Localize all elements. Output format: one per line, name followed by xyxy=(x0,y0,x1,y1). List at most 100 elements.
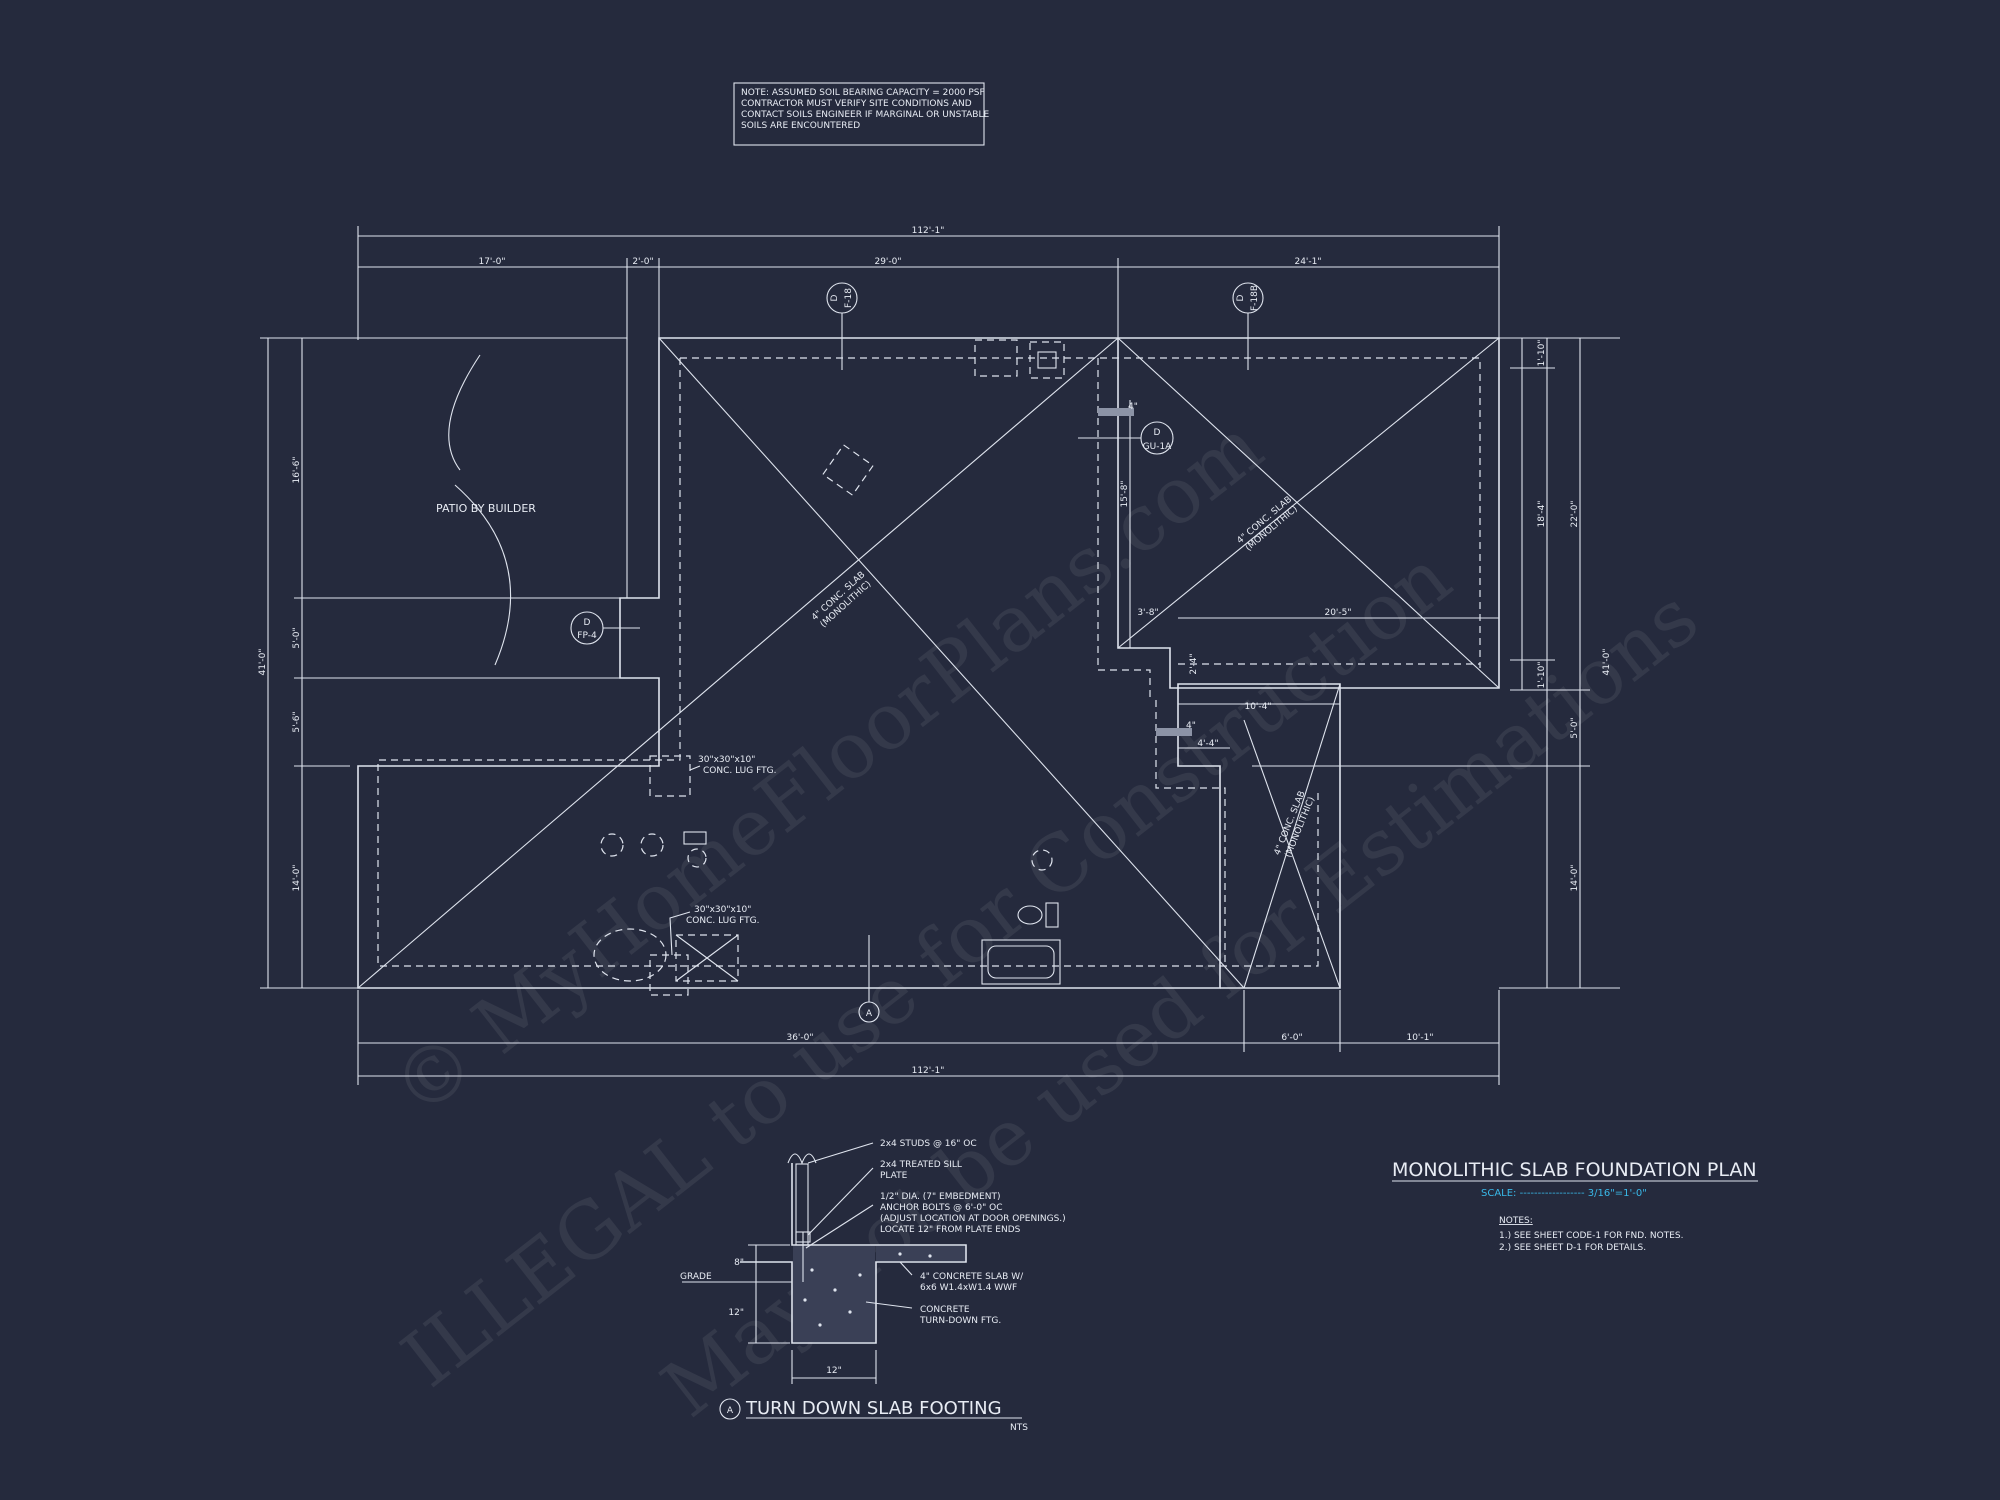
tag-4-top: D xyxy=(584,618,591,628)
dim-top-b: 2'-0" xyxy=(632,257,653,267)
lug-footing-2 xyxy=(649,954,689,996)
soil-note-box xyxy=(733,82,985,146)
detail-note-slab: 4" CONCRETE SLAB W/ xyxy=(920,1272,1024,1282)
lug-1-type: CONC. LUG FTG. xyxy=(703,766,776,776)
dim-bottom-b: 6'-0" xyxy=(1281,1033,1302,1043)
detail-note-slab-b: 6x6 W1.4xW1.4 WWF xyxy=(920,1283,1017,1293)
top-dimensions: 112'-1" 17'-0" 2'-0" 29'-0" 24'-1" xyxy=(357,226,1500,340)
lug-footings: 30"x30"x10" CONC. LUG FTG. 30"x30"x10" C… xyxy=(649,755,776,996)
detail-nts: NTS xyxy=(1010,1423,1028,1433)
stud-wall xyxy=(795,1163,809,1246)
dim-right-d: 1'-10" xyxy=(1537,661,1547,688)
patio-area: PATIO BY BUILDER xyxy=(436,354,536,666)
dim-top-c: 29'-0" xyxy=(874,257,901,267)
tag-3-bot: GU-1A xyxy=(1143,442,1173,452)
plan-note-2: 2.) SEE SHEET D-1 FOR DETAILS. xyxy=(1499,1243,1646,1253)
fixture-box xyxy=(675,934,739,982)
lug-footing-1 xyxy=(649,755,691,797)
detail-note-bolt-b: ANCHOR BOLTS @ 6'-0" OC xyxy=(880,1203,1003,1213)
lug-2-size: 30"x30"x10" xyxy=(694,905,751,915)
dim-inner-20: 20'-5" xyxy=(1324,608,1351,618)
dim-right-f: 14'-0" xyxy=(1570,864,1580,891)
dim-right-a: 22'-0" xyxy=(1570,500,1580,527)
footing-concrete xyxy=(793,1246,875,1342)
dim-inner-10: 10'-4" xyxy=(1244,702,1271,712)
tag-2-bot: F-18B xyxy=(1250,285,1260,311)
garage-wing xyxy=(1117,338,1341,989)
soil-note: NOTE: ASSUMED SOIL BEARING CAPACITY = 20… xyxy=(733,82,989,146)
plan-notes-heading: NOTES: xyxy=(1499,1216,1533,1226)
dim-right-e: 5'-0" xyxy=(1570,717,1580,738)
detail-dim-12w: 12" xyxy=(826,1366,842,1376)
fixture-small xyxy=(683,831,707,845)
dim-inner-3: 3'-8" xyxy=(1137,608,1158,618)
footing-detail: 2x4 STUDS @ 16" OC 2x4 TREATED SILL PLAT… xyxy=(680,1139,1066,1433)
patio-label: PATIO BY BUILDER xyxy=(436,502,536,515)
dim-left-b: 5'-0" xyxy=(292,627,302,648)
dim-right-overall: 41'-0" xyxy=(1602,648,1612,675)
drain-1 xyxy=(600,833,624,857)
dim-inner-4a: 4'-4" xyxy=(1197,739,1218,749)
detail-marker xyxy=(719,1398,741,1420)
patio-outline xyxy=(358,337,628,599)
tag-4-bot: FP-4 xyxy=(577,631,597,641)
fixture-top-2 xyxy=(1029,341,1065,379)
soil-note-line-4: SOILS ARE ENCOUNTERED xyxy=(741,121,860,131)
toilet xyxy=(1017,905,1043,925)
tag-3-top: D xyxy=(1154,428,1161,438)
detail-tags: D F-18 D F-18B D GU-1A D FP-4 A xyxy=(570,282,1264,1023)
fixture-diagonal xyxy=(822,444,874,496)
tub-oval xyxy=(593,928,667,982)
dim-bottom-a: 36'-0" xyxy=(786,1033,813,1043)
dim-left-overall: 41'-0" xyxy=(258,648,268,675)
detail-dim-8: 8" xyxy=(734,1258,744,1268)
dim-top-d: 24'-1" xyxy=(1294,257,1321,267)
inner-dimensions: 4" 15'-8" 3'-8" 20'-5" 2'-4" 10'-4" 4" 4… xyxy=(1120,402,1352,749)
dim-inner-4-bottom: 4" xyxy=(1186,721,1196,731)
interior-footing-dash-3 xyxy=(1097,358,1151,700)
soil-note-line-1: NOTE: ASSUMED SOIL BEARING CAPACITY = 20… xyxy=(741,88,985,98)
dim-top-a: 17'-0" xyxy=(478,257,505,267)
detail-note-studs: 2x4 STUDS @ 16" OC xyxy=(880,1139,977,1149)
dim-inner-15: 15'-8" xyxy=(1120,480,1130,507)
dim-inner-2: 2'-4" xyxy=(1189,653,1199,674)
detail-note-bolt-d: LOCATE 12" FROM PLATE ENDS xyxy=(880,1225,1021,1235)
detail-marker-label: A xyxy=(727,1406,734,1416)
plan-title-block: MONOLITHIC SLAB FOUNDATION PLAN SCALE: -… xyxy=(1392,1159,1758,1253)
dim-right-b: 18'-4" xyxy=(1537,500,1547,527)
interior-footing-dash-2 xyxy=(377,358,1319,967)
tag-1-bot: F-18 xyxy=(844,288,854,308)
right-dimensions: 41'-0" 22'-0" 18'-4" 1'-10" 1'-10" 5'-0"… xyxy=(1252,337,1620,989)
plan-title: MONOLITHIC SLAB FOUNDATION PLAN xyxy=(1392,1159,1757,1181)
detail-note-ftg: CONCRETE xyxy=(920,1305,970,1315)
hatch-stub-2 xyxy=(1156,728,1192,736)
interior-footing-dash-5 xyxy=(1155,700,1226,966)
detail-title: TURN DOWN SLAB FOOTING xyxy=(745,1398,1002,1419)
detail-note-sill: 2x4 TREATED SILL xyxy=(880,1160,962,1170)
dim-inner-4-top: 4" xyxy=(1128,402,1138,412)
dim-left-c: 5'-6" xyxy=(292,711,302,732)
hatch-stub-1 xyxy=(1098,408,1134,416)
soil-note-line-2: CONTRACTOR MUST VERIFY SITE CONDITIONS A… xyxy=(741,99,972,109)
detail-note-bolt: 1/2" DIA. (7" EMBEDMENT) xyxy=(880,1192,1000,1202)
dim-bottom-c: 10'-1" xyxy=(1406,1033,1433,1043)
dim-right-c: 1'-10" xyxy=(1537,339,1547,366)
soil-note-line-3: CONTACT SOILS ENGINEER IF MARGINAL OR UN… xyxy=(741,110,989,120)
lug-2-type: CONC. LUG FTG. xyxy=(686,916,759,926)
footing-profile xyxy=(740,1163,967,1344)
tag-2-top: D xyxy=(1236,294,1246,301)
building-outline xyxy=(357,337,1500,989)
plan-scale: SCALE: ------------------ 3/16"=1'-0" xyxy=(1481,1188,1647,1199)
dim-left-a: 16'-6" xyxy=(292,456,302,483)
interior-footing-dash-1 xyxy=(680,357,1481,668)
dim-overall-bottom: 112'-1" xyxy=(912,1066,945,1076)
bathtub xyxy=(981,939,1061,985)
section-tag-a-label: A xyxy=(866,1009,873,1019)
detail-note-sill-b: PLATE xyxy=(880,1171,908,1181)
drain-2 xyxy=(640,833,664,857)
dim-overall-top: 112'-1" xyxy=(912,226,945,236)
bottom-dimensions: 36'-0" 6'-0" 10'-1" 112'-1" xyxy=(357,990,1500,1085)
detail-note-ftg-b: TURN-DOWN FTG. xyxy=(919,1316,1001,1326)
detail-dim-12: 12" xyxy=(728,1308,744,1318)
